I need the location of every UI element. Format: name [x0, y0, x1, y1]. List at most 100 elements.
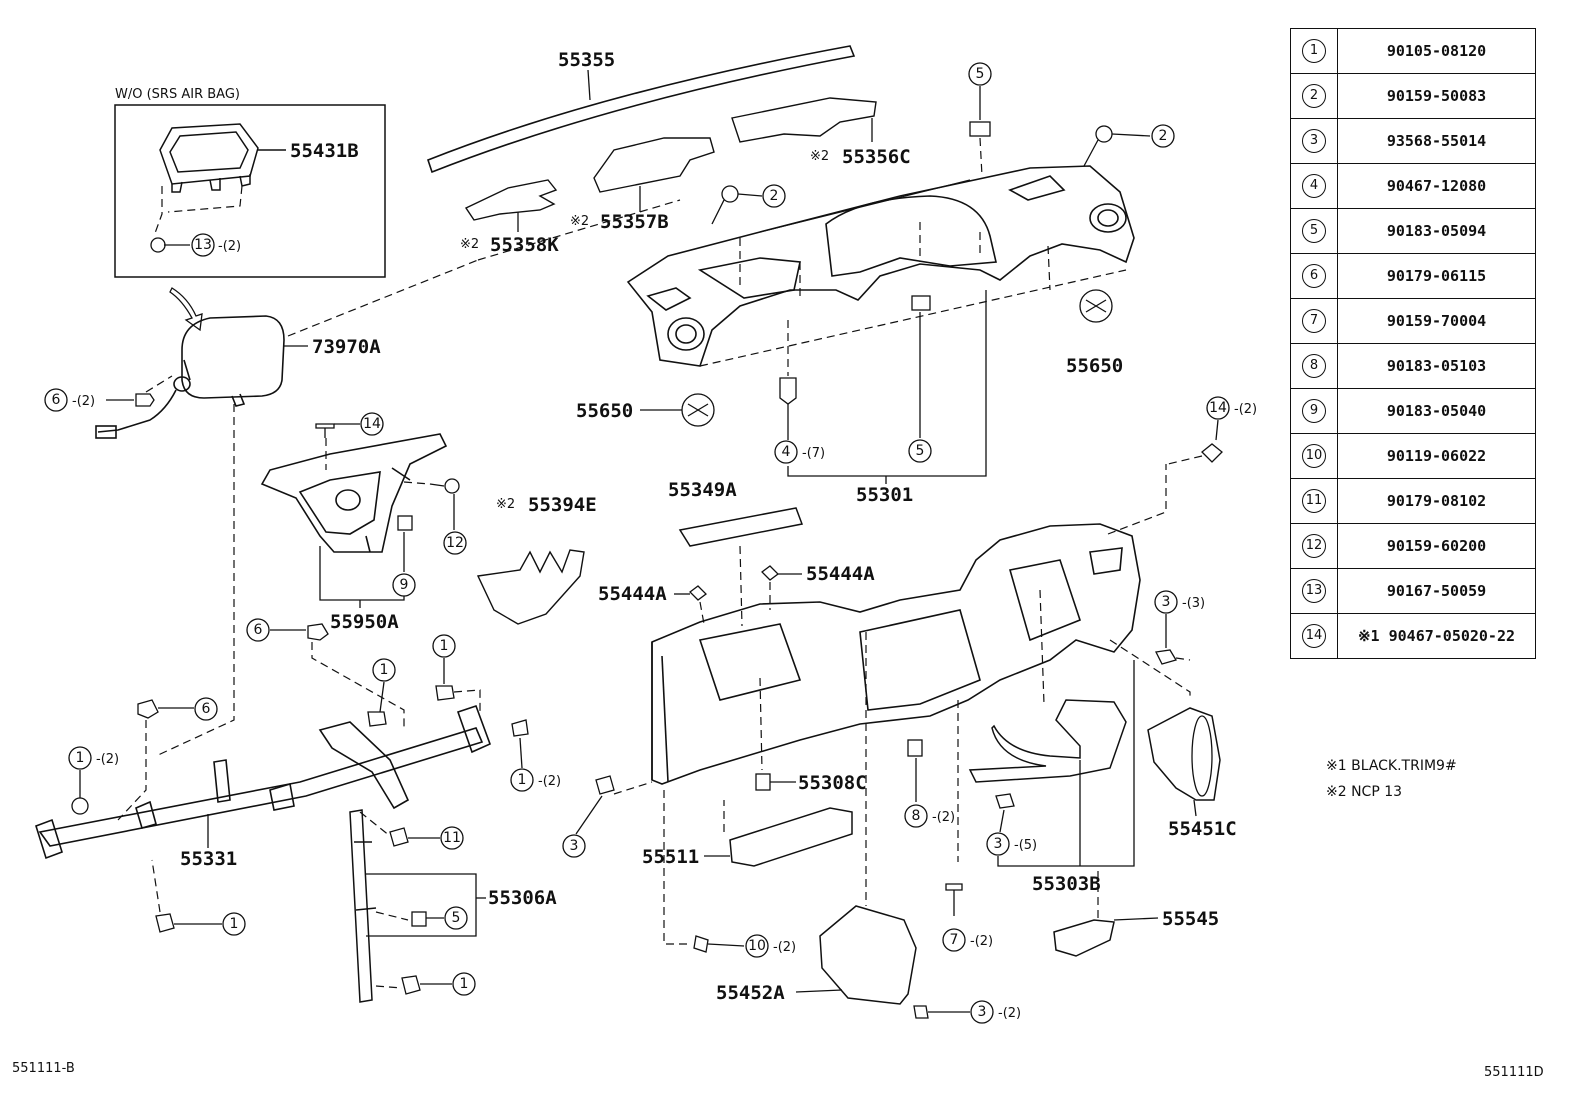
callout-10-circle — [745, 934, 769, 958]
legend-number-cell: 3 — [1290, 118, 1338, 164]
dash-1-e — [151, 859, 161, 913]
legend-number: 8 — [1302, 354, 1326, 378]
legend-number: 5 — [1302, 219, 1326, 243]
part-55650-left: 55650 — [576, 400, 633, 422]
part-55357b: 55357B — [600, 211, 669, 233]
callout-6-upper-circle — [246, 618, 270, 642]
callout-14-right-circle — [1206, 396, 1230, 420]
legend-part-code: 90183-05103 — [1337, 343, 1536, 389]
callout-5-middle-circle — [908, 439, 932, 463]
clip-55444a-right — [761, 565, 779, 581]
nut-6-left — [137, 699, 159, 719]
legend-part-code: 90105-08120 — [1337, 28, 1536, 74]
bolt-1-a — [71, 797, 89, 815]
pad-55357b-shape — [593, 137, 715, 193]
dash-3-left — [613, 781, 653, 795]
legend-part-code: 90159-70004 — [1337, 298, 1536, 344]
callout-1-f-circle — [452, 972, 476, 996]
callout-2-middle-label: 2 — [770, 188, 779, 204]
leader-2-upper — [1111, 133, 1151, 137]
callout-3-right-circle — [1154, 590, 1178, 614]
strip-55355-shape — [427, 45, 856, 174]
duct-55451c-opening — [1191, 715, 1213, 797]
part-55331: 55331 — [180, 848, 237, 870]
dash-14-right — [1167, 455, 1203, 465]
callout-7-circle — [942, 928, 966, 952]
qty-1-a: -(2) — [96, 752, 119, 767]
legend-number: 7 — [1302, 309, 1326, 333]
legend-number-cell: 14 — [1290, 613, 1338, 659]
legend-number-cell: 11 — [1290, 478, 1338, 524]
callout-5-top-label: 5 — [976, 66, 985, 82]
callout-4-circle — [774, 440, 798, 464]
part-55349a: 55349A — [668, 479, 737, 501]
screw-14-right — [1201, 443, 1223, 463]
callout-3-bottom-circle — [970, 1000, 994, 1024]
part-55444a-left: 55444A — [598, 583, 667, 605]
callout-1-e-label: 1 — [230, 916, 239, 932]
legend-number: 9 — [1302, 399, 1326, 423]
screw-12 — [429, 478, 460, 494]
screw-3-left — [595, 775, 615, 795]
dash-airbag-upper — [477, 199, 681, 261]
callout-2-middle-circle — [762, 184, 786, 208]
panel-55545-shape — [1053, 919, 1115, 957]
screw-14-bezel — [315, 423, 335, 438]
part-55545: 55545 — [1162, 908, 1219, 930]
legend-number: 10 — [1302, 444, 1326, 468]
leader-1-b — [379, 681, 385, 713]
legend-number-cell: 6 — [1290, 253, 1338, 299]
bracket-55301 — [787, 290, 987, 477]
legend-number-cell: 2 — [1290, 73, 1338, 119]
callout-12-label: 12 — [446, 535, 464, 551]
pad-55349a-shape — [678, 507, 804, 547]
note-1: ※1 BLACK.TRIM9# — [1326, 758, 1457, 774]
callout-11-circle — [440, 826, 464, 850]
bracket-55303b — [997, 660, 1135, 867]
legend-number-cell: 7 — [1290, 298, 1338, 344]
pad-55358k-shape — [464, 179, 558, 221]
legend-part-code: 90159-50083 — [1337, 73, 1536, 119]
nut-5-brace — [411, 911, 427, 927]
callout-5-brace-label: 5 — [452, 910, 461, 926]
qty-3-right: -(3) — [1182, 596, 1205, 611]
part-55308c: 55308C — [798, 772, 867, 794]
reinforcement-55331-shape — [35, 704, 492, 860]
leader-10 — [707, 943, 745, 947]
callout-3-lower-label: 3 — [994, 836, 1003, 852]
cover-55303b-shape — [968, 699, 1127, 783]
callout-8-label: 8 — [912, 808, 921, 824]
callout-3-left-circle — [562, 834, 586, 858]
leader-1-d — [519, 737, 523, 769]
callout-1-b-circle — [372, 658, 396, 682]
dash-upper-panel — [699, 222, 1127, 367]
part-55358k: 55358K — [490, 234, 559, 256]
legend-number-cell: 5 — [1290, 208, 1338, 254]
qty-3-lower: -(5) — [1014, 838, 1037, 853]
callout-3-lower-circle — [986, 832, 1010, 856]
footer-right: 551111D — [1484, 1065, 1544, 1080]
dash-55511 — [663, 790, 725, 945]
part-55511: 55511 — [642, 846, 699, 868]
legend-part-code: 90179-06115 — [1337, 253, 1536, 299]
part-73970a: 73970A — [312, 336, 381, 358]
callout-7-label: 7 — [950, 932, 959, 948]
callout-6-left-label: 6 — [202, 701, 211, 717]
dash-12 — [403, 481, 431, 485]
qty-10: -(2) — [773, 940, 796, 955]
legend-number: 14 — [1302, 624, 1326, 648]
qty-8: -(2) — [932, 810, 955, 825]
callout-4-label: 4 — [782, 444, 791, 460]
upper-panel-55301-shape — [626, 165, 1135, 367]
dash-55349a — [739, 545, 743, 627]
arrow-to-airbag — [169, 287, 203, 332]
legend-number-cell: 8 — [1290, 343, 1338, 389]
callout-6-left-circle — [194, 697, 218, 721]
dash-brace — [359, 811, 409, 989]
